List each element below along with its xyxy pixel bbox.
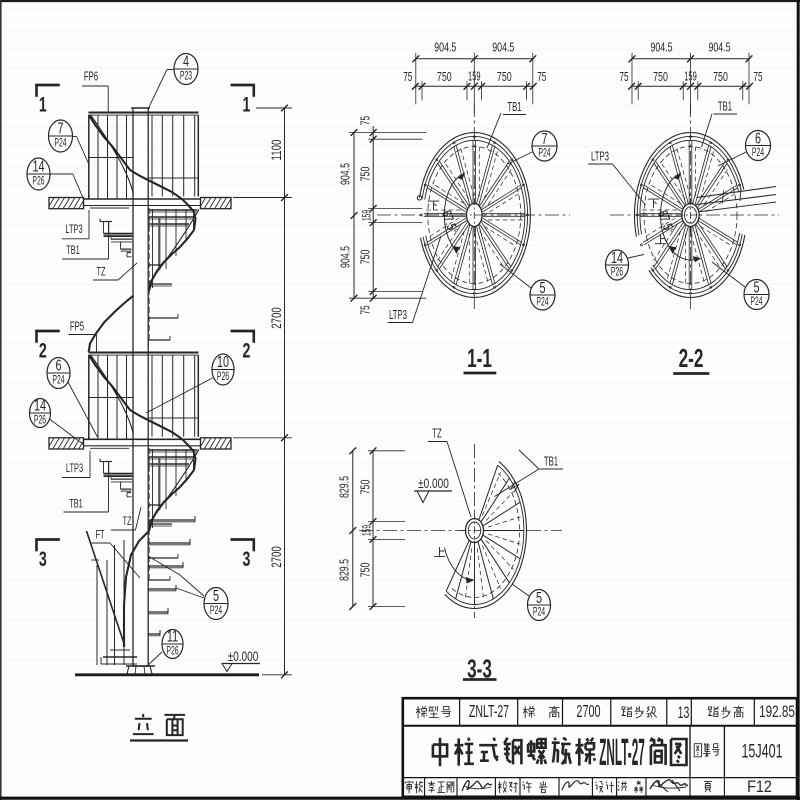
svg-text:7: 7 bbox=[57, 120, 63, 137]
svg-text:P24: P24 bbox=[750, 295, 762, 308]
svg-text:14: 14 bbox=[34, 397, 47, 414]
svg-text:TZ: TZ bbox=[122, 515, 131, 528]
svg-text:750: 750 bbox=[497, 70, 512, 84]
svg-text:5: 5 bbox=[536, 589, 542, 606]
svg-text:829.5: 829.5 bbox=[338, 559, 352, 581]
svg-text:5: 5 bbox=[753, 278, 759, 295]
svg-text:LTP3: LTP3 bbox=[66, 462, 84, 475]
svg-text:TB1: TB1 bbox=[507, 101, 521, 114]
svg-text:P24: P24 bbox=[533, 606, 545, 619]
svg-text:750: 750 bbox=[359, 480, 373, 495]
svg-text:FP6: FP6 bbox=[84, 71, 98, 84]
svg-text:2-2: 2-2 bbox=[679, 343, 704, 373]
svg-text:P26: P26 bbox=[217, 370, 229, 383]
svg-text:829.5: 829.5 bbox=[338, 476, 352, 498]
svg-text:P24: P24 bbox=[536, 296, 548, 309]
svg-text:P26: P26 bbox=[34, 414, 46, 427]
svg-text:2700: 2700 bbox=[270, 546, 285, 568]
svg-text:750: 750 bbox=[359, 250, 373, 265]
svg-text:14: 14 bbox=[611, 249, 624, 266]
svg-text:750: 750 bbox=[359, 563, 373, 578]
svg-text:ZNLT-27: ZNLT-27 bbox=[469, 702, 509, 721]
svg-text:P26: P26 bbox=[166, 645, 178, 658]
svg-text:P24: P24 bbox=[538, 147, 550, 160]
svg-text:F12: F12 bbox=[747, 778, 772, 796]
svg-text:904.5: 904.5 bbox=[650, 41, 672, 55]
svg-text:13: 13 bbox=[678, 703, 690, 722]
svg-text:2: 2 bbox=[39, 339, 47, 363]
svg-text:LTP3: LTP3 bbox=[65, 223, 83, 236]
svg-text:1: 1 bbox=[243, 93, 251, 117]
svg-text:P23: P23 bbox=[180, 70, 192, 83]
svg-text:±0.000: ±0.000 bbox=[228, 648, 259, 664]
svg-text:TZ: TZ bbox=[432, 428, 442, 441]
svg-text:FP5: FP5 bbox=[70, 321, 84, 334]
svg-text:TB1: TB1 bbox=[718, 101, 732, 114]
svg-text:1-1: 1-1 bbox=[467, 343, 492, 373]
svg-text:10: 10 bbox=[217, 353, 229, 370]
svg-text:2: 2 bbox=[243, 339, 251, 363]
svg-text:2700: 2700 bbox=[576, 703, 600, 722]
svg-text:3: 3 bbox=[243, 547, 251, 571]
svg-text:1: 1 bbox=[39, 93, 47, 117]
svg-text:904.5: 904.5 bbox=[708, 41, 730, 55]
svg-text:P24: P24 bbox=[752, 146, 764, 159]
svg-text:P24: P24 bbox=[54, 137, 66, 150]
svg-text:TB1: TB1 bbox=[69, 498, 83, 511]
svg-text:6: 6 bbox=[55, 357, 61, 374]
svg-text:15J401: 15J401 bbox=[741, 741, 782, 762]
svg-text:5: 5 bbox=[539, 279, 545, 296]
svg-text:750: 750 bbox=[713, 70, 728, 84]
svg-text:159: 159 bbox=[359, 210, 372, 221]
svg-text:P24: P24 bbox=[210, 604, 222, 617]
svg-text:67.5°: 67.5° bbox=[438, 208, 461, 236]
svg-text:7: 7 bbox=[541, 130, 547, 147]
svg-text:6: 6 bbox=[755, 129, 761, 146]
svg-text:192.85: 192.85 bbox=[759, 703, 795, 721]
svg-text:5: 5 bbox=[213, 587, 219, 604]
svg-text:P26: P26 bbox=[611, 266, 623, 279]
svg-text:75: 75 bbox=[753, 70, 762, 84]
svg-text:FT: FT bbox=[95, 529, 104, 542]
svg-text:750: 750 bbox=[653, 70, 668, 84]
svg-text:±0.000: ±0.000 bbox=[418, 475, 449, 491]
svg-text:2700: 2700 bbox=[270, 307, 285, 329]
svg-text:750: 750 bbox=[359, 167, 373, 182]
svg-text:TZ: TZ bbox=[96, 266, 105, 279]
svg-text:75: 75 bbox=[537, 70, 546, 84]
svg-text:3: 3 bbox=[39, 547, 47, 571]
svg-text:75: 75 bbox=[403, 70, 412, 84]
svg-text:LTP3: LTP3 bbox=[389, 309, 407, 322]
svg-text:67.5°: 67.5° bbox=[655, 208, 678, 236]
svg-text:904.5: 904.5 bbox=[492, 41, 514, 55]
svg-text:904.5: 904.5 bbox=[339, 163, 353, 185]
svg-text:TB1: TB1 bbox=[66, 244, 80, 257]
svg-text:75: 75 bbox=[359, 305, 373, 314]
svg-text:904.5: 904.5 bbox=[434, 41, 456, 55]
svg-text:P26: P26 bbox=[32, 175, 44, 188]
svg-text:75: 75 bbox=[359, 116, 373, 125]
svg-text:LTP3: LTP3 bbox=[591, 151, 609, 164]
svg-text:14: 14 bbox=[32, 158, 45, 175]
svg-text:75: 75 bbox=[619, 70, 628, 84]
svg-text:ZNLT-27: ZNLT-27 bbox=[599, 731, 645, 773]
svg-text:750: 750 bbox=[437, 70, 452, 84]
svg-text:TB1: TB1 bbox=[544, 456, 558, 469]
svg-text:4: 4 bbox=[183, 53, 189, 70]
svg-text:P24: P24 bbox=[52, 374, 64, 387]
svg-text:11: 11 bbox=[167, 628, 178, 645]
svg-text:1100: 1100 bbox=[270, 139, 285, 160]
svg-text:904.5: 904.5 bbox=[339, 246, 353, 268]
